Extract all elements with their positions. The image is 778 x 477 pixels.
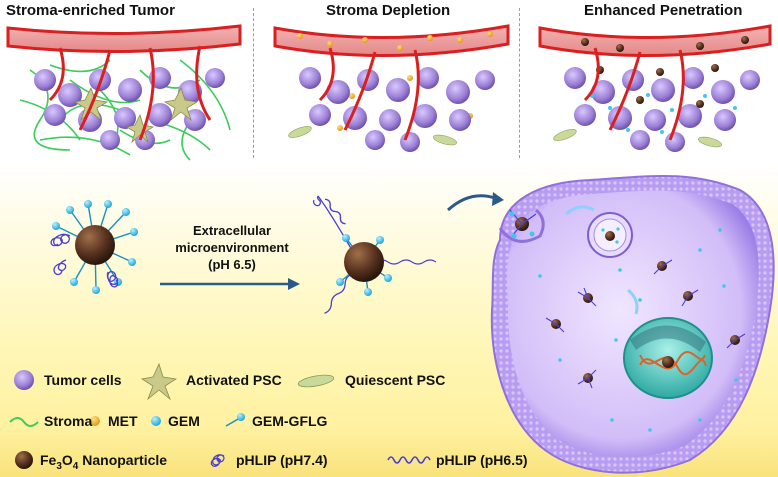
legend-activated-psc: Activated PSC [186, 372, 282, 388]
transition-arrow [160, 278, 300, 290]
met-icon [90, 416, 100, 426]
legend-icons [9, 362, 431, 469]
stroma-icon [9, 417, 39, 427]
entry-arrow [446, 192, 504, 212]
stroma-fibers [19, 59, 231, 161]
panel-stroma-depletion [273, 24, 510, 152]
panel-title-enhanced-penetration: Enhanced Penetration [584, 2, 743, 19]
phlip-coiled [50, 233, 119, 288]
legend-quiescent-psc: Quiescent PSC [345, 372, 446, 388]
vessel-branches [318, 47, 420, 141]
phlip-extended [312, 195, 437, 314]
legend-gem: GEM [168, 413, 200, 429]
blood-vessel [6, 24, 242, 54]
panel-divider [519, 8, 520, 158]
gem-gflg-icon [225, 413, 245, 427]
cancer-cell-uptake [490, 174, 775, 474]
arrow-label-line3: (pH 6.5) [208, 257, 256, 272]
arrow-label-line2: microenvironment [175, 240, 289, 255]
gem-drug [590, 93, 737, 134]
quiescent-psc-cells [288, 126, 457, 146]
phlip-ph74-icon [210, 454, 225, 467]
nanoparticle-ph74 [50, 200, 138, 294]
panel-title-stroma-depletion: Stroma Depletion [326, 2, 451, 19]
tumor-cells [564, 67, 760, 152]
quiescent-psc-cells [553, 129, 722, 148]
vessel-branches [583, 47, 685, 141]
panel-enhanced-penetration [538, 24, 772, 152]
blood-vessel [273, 24, 510, 57]
gem-icon [151, 416, 161, 426]
nanoparticle-ph65 [312, 195, 437, 314]
released-gem [538, 228, 738, 432]
panel-stroma-enriched-tumor [6, 24, 242, 161]
fe3o4-core [344, 242, 384, 282]
tumor-cell-icon [14, 370, 34, 390]
cytoplasm [507, 190, 759, 458]
panel-title-stroma-enriched: Stroma-enriched Tumor [6, 2, 175, 19]
tumor-cells [34, 67, 225, 150]
tumor-cells [299, 67, 495, 152]
legend-phlip-ph74: pHLIP (pH7.4) [236, 452, 328, 468]
endosome [587, 212, 633, 258]
legend-met: MET [108, 413, 138, 429]
fe3o4-nanoparticle-icon [15, 451, 33, 469]
legend-stroma: Stroma [44, 413, 93, 429]
phlip-ph65-icon [387, 456, 431, 464]
dna-helix [639, 351, 707, 376]
quiescent-psc-icon [297, 374, 335, 388]
legend-phlip-ph65: pHLIP (pH6.5) [436, 452, 528, 468]
arrow-label-line1: Extracellular [192, 223, 272, 238]
legend-fe3o4-nanoparticle: Fe3O4 Nanoparticle [40, 452, 168, 472]
legend-tumor-cells: Tumor cells [44, 372, 122, 388]
fe3o4-core [75, 225, 115, 265]
blood-vessel [538, 24, 772, 57]
nanoparticle-entering [509, 209, 537, 239]
legend-gem-gflg: GEM-GFLG [252, 413, 328, 429]
arrow-label: Extracellular microenvironment (pH 6.5) [162, 222, 302, 273]
intracellular-nanoparticles [545, 259, 746, 389]
vessel-branches [48, 45, 212, 141]
panel-divider [253, 8, 254, 158]
activated-psc-icon [140, 362, 178, 401]
nucleus [623, 317, 713, 399]
